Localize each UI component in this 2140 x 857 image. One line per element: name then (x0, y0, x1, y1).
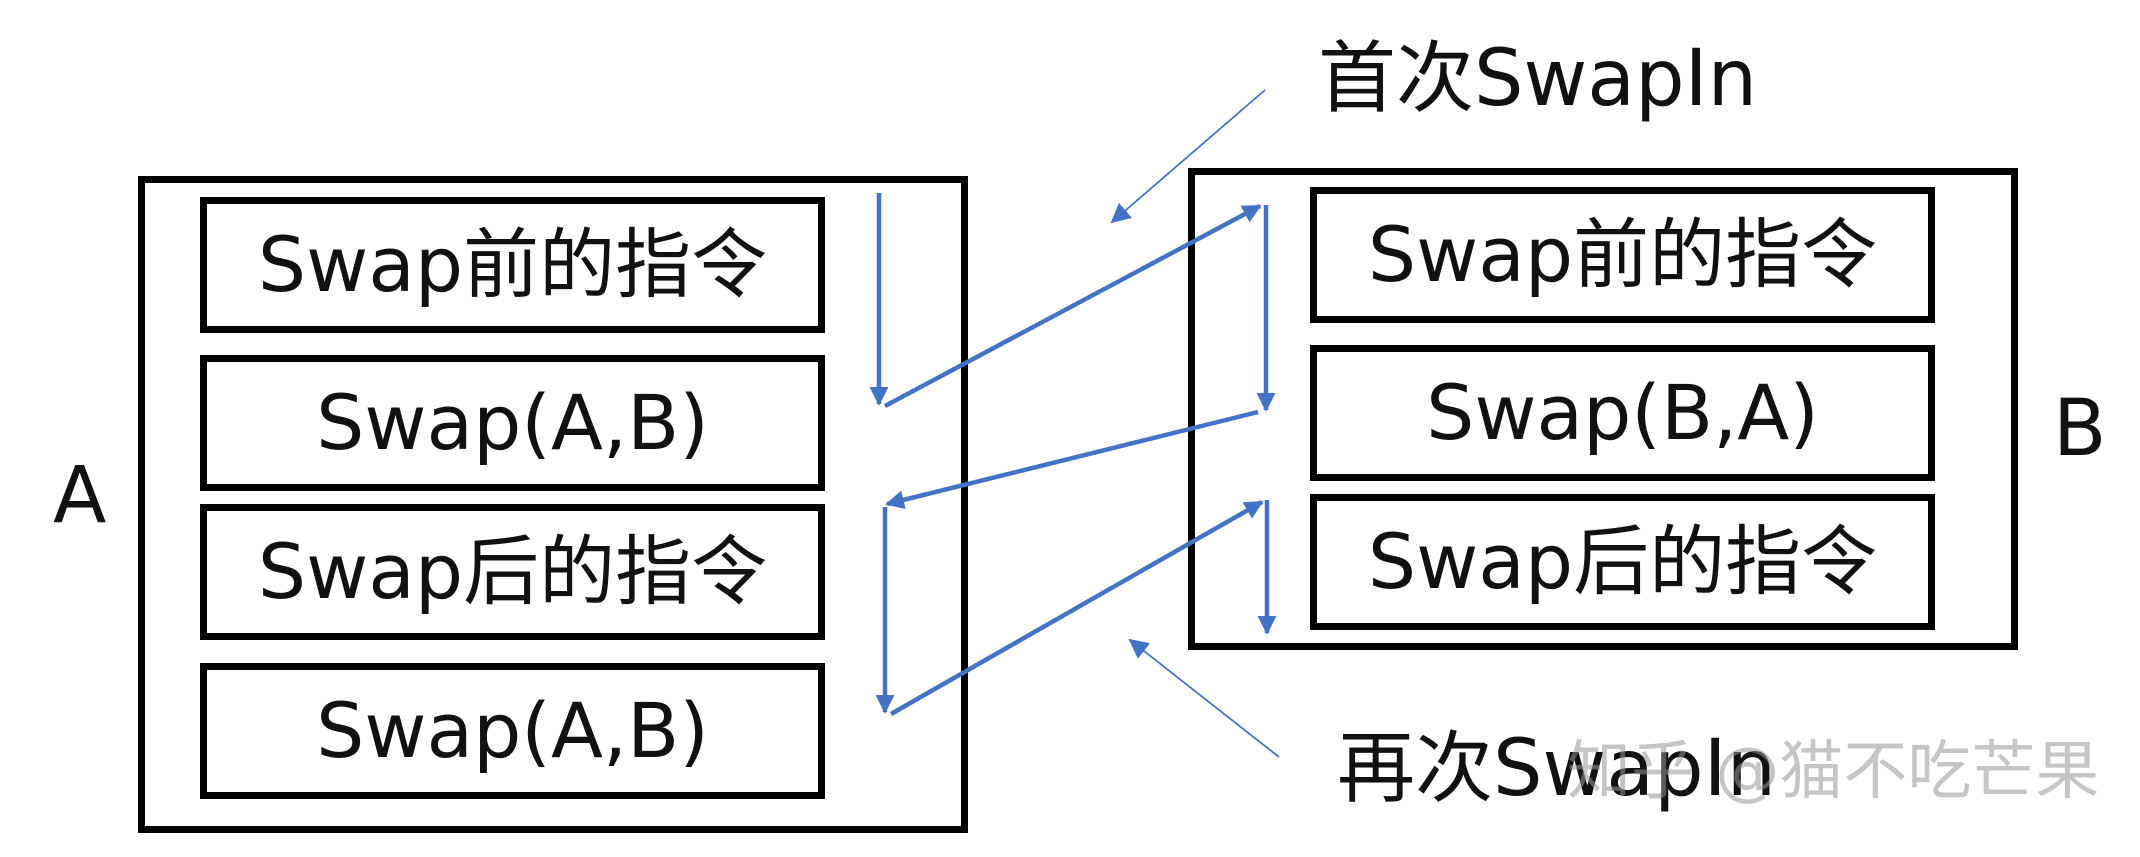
program-a-step-3: Swap后的指令 (200, 504, 825, 640)
first-swapin-label: 首次SwapIn (1318, 34, 1758, 124)
program-a-label: A (53, 451, 107, 541)
second-swapin-pointer (1128, 638, 1280, 758)
program-b-step-2: Swap(B,A) (1310, 345, 1935, 481)
program-b-label: B (2053, 384, 2107, 474)
second-swapin-label: 再次SwapIn (1337, 724, 1777, 814)
program-a-step-2: Swap(A,B) (200, 355, 825, 491)
program-a-step-1: Swap前的指令 (200, 197, 825, 333)
program-b-frame (1188, 168, 2018, 650)
program-b-step-1: Swap前的指令 (1310, 187, 1935, 323)
program-b-step-3: Swap后的指令 (1310, 494, 1935, 630)
watermark: 知乎 @猫不吃芒果 (1567, 735, 2100, 809)
program-a-step-4: Swap(A,B) (200, 663, 825, 799)
